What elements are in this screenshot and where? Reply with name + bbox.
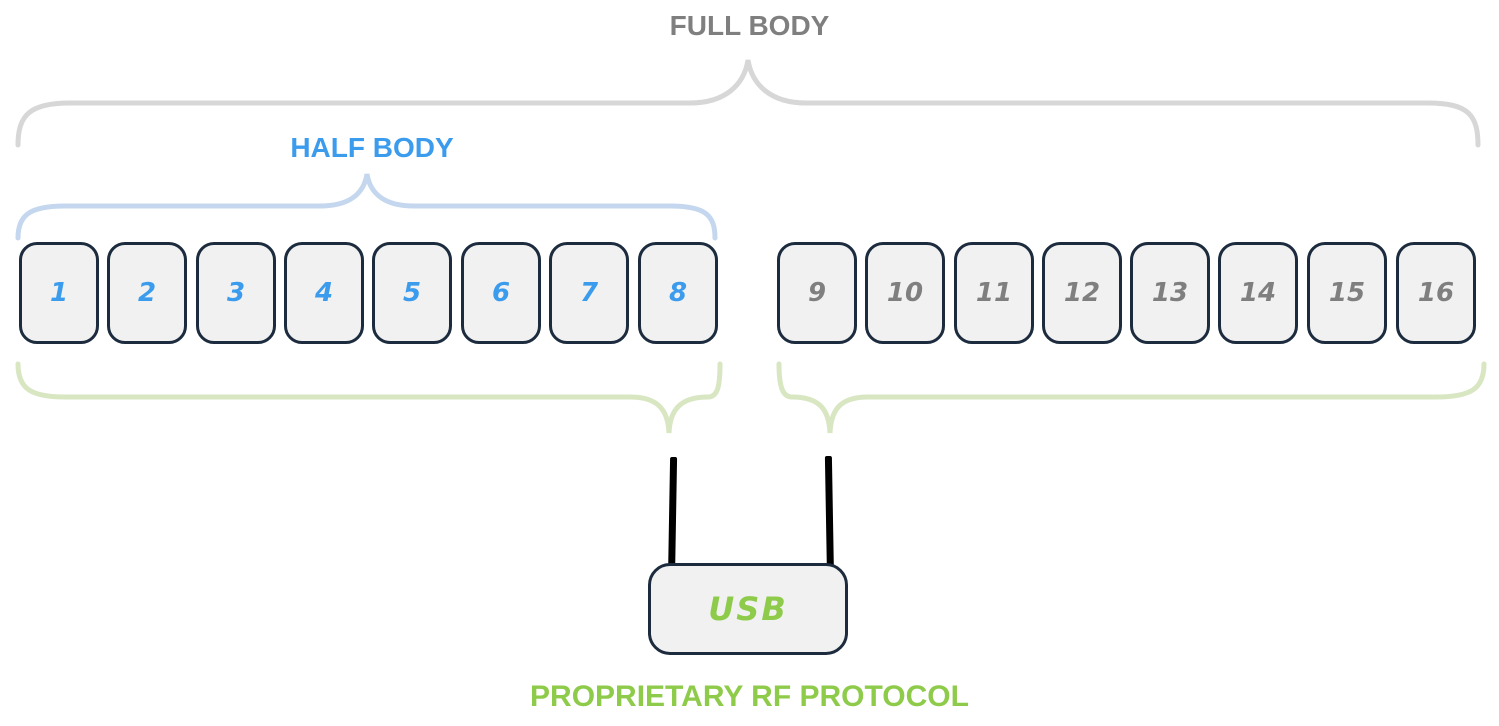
right-group-brace — [776, 361, 1487, 434]
tracker-9: 9 — [777, 242, 857, 344]
tracker-11: 11 — [954, 242, 1034, 344]
tracker-number: 4 — [314, 278, 334, 308]
tracker-14: 14 — [1218, 242, 1298, 344]
usb-dongle-label: USB — [708, 590, 788, 628]
tracker-number: 15 — [1328, 278, 1366, 308]
tracker-7: 7 — [549, 242, 629, 344]
full-body-label: FULL BODY — [669, 10, 830, 41]
tracker-12: 12 — [1042, 242, 1122, 344]
tracker-5: 5 — [372, 242, 452, 344]
half-body-label: HALF BODY — [290, 132, 454, 163]
tracker-6: 6 — [461, 242, 541, 344]
tracker-number: 3 — [226, 278, 246, 308]
left-group-brace — [15, 361, 723, 434]
tracker-8: 8 — [638, 242, 718, 344]
tracker-number: 2 — [137, 278, 157, 308]
tracker-3: 3 — [196, 242, 276, 344]
tracker-number: 8 — [668, 278, 688, 308]
tracker-number: 14 — [1239, 278, 1277, 308]
tracker-16: 16 — [1396, 242, 1476, 344]
tracker-number: 13 — [1151, 278, 1189, 308]
protocol-label: PROPRIETARY RF PROTOCOL — [530, 680, 969, 713]
tracker-number: 1 — [49, 278, 69, 308]
tracker-number: 11 — [975, 278, 1013, 308]
tracker-4: 4 — [284, 242, 364, 344]
tracker-number: 7 — [579, 278, 599, 308]
tracker-number: 9 — [807, 278, 827, 308]
tracker-number: 6 — [491, 278, 511, 308]
tracker-number: 10 — [886, 278, 924, 308]
tracker-number: 5 — [402, 278, 422, 308]
tracker-1: 1 — [19, 242, 99, 344]
tracker-number: 16 — [1417, 278, 1455, 308]
half-body-brace — [15, 173, 718, 241]
tracker-13: 13 — [1130, 242, 1210, 344]
full-body-brace — [15, 59, 1481, 148]
usb-dongle: USB — [648, 563, 848, 655]
tracker-10: 10 — [865, 242, 945, 344]
tracker-15: 15 — [1307, 242, 1387, 344]
tracker-2: 2 — [107, 242, 187, 344]
tracker-number: 12 — [1063, 278, 1101, 308]
